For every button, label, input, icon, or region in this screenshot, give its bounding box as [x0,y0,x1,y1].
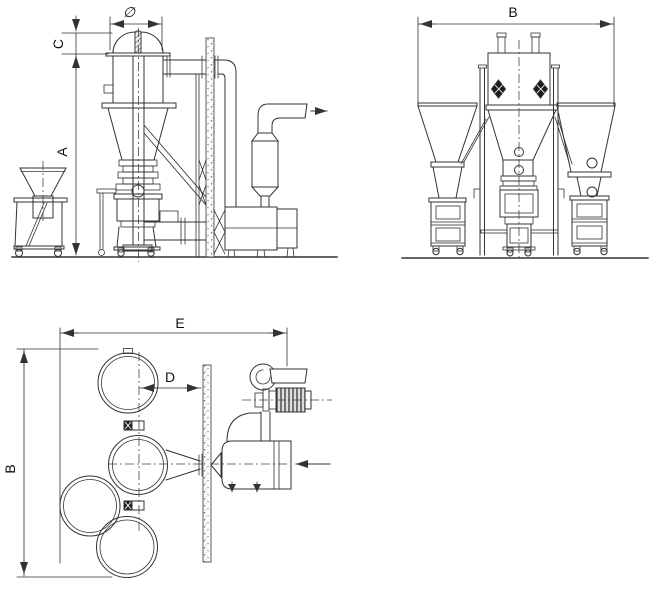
dim-label-diameter: ∅ [123,6,136,21]
dim-label-c: C [50,39,66,49]
body-flange-front [485,104,559,111]
clamp-handle [103,84,114,94]
caster-wheel [524,249,532,257]
caster-wheel [147,249,155,257]
caster-wheel [506,249,514,257]
column-bracket [473,188,480,199]
exhaust-stub-pipe [531,36,540,54]
equipment-feet [227,247,295,258]
plan-wall-duct [165,449,222,481]
clamp-plan-bottom [123,500,145,511]
handwheel [131,184,145,198]
side-elevation-view: ∅ C A [11,6,338,262]
exhaust-silencer [250,103,328,208]
partition-wall [205,37,215,258]
side-bracket [96,188,117,194]
connecting-ducts [143,55,237,245]
caster-fork [54,246,62,252]
caster-wheel [573,247,581,256]
dim-label-b-front: B [508,4,517,20]
fluid-bed-unit-plan [108,435,168,495]
support-column [195,74,226,258]
sight-glass-diamond [490,79,507,99]
product-container [116,198,160,222]
left-cyclone [417,102,478,256]
lifting-cylinder [134,30,142,54]
partition-wall-plan [202,364,212,563]
expansion-chamber [112,55,164,104]
caster-fork [15,246,23,252]
body-flange [101,102,177,109]
lid-dome-left [112,31,136,54]
fan-discharge-duct [269,368,308,384]
front-elevation-view: B [401,4,649,260]
wall-penetration-cone [210,451,222,479]
downcomer-duct-inner [221,73,226,208]
downcomer-duct-outer [223,59,237,208]
dim-label-e: E [175,315,184,331]
dimension-b-front: B [417,4,615,107]
sight-port [586,157,598,169]
dim-label-b-plan: B [2,464,18,473]
mast-base [122,244,153,252]
elbow-duct [226,412,262,442]
fluid-bed-unit [96,28,177,262]
right-cyclone [556,102,616,256]
caster-wheel [54,249,62,257]
caster-wheel [432,247,440,256]
cyclone-plan-bottom [96,516,158,578]
dimension-e: E [59,315,288,564]
caster-wheel [117,249,125,257]
sight-port [586,186,598,198]
inlet-blower-plan [221,411,331,493]
exhaust-stub-pipe [497,36,506,54]
charge-cart [13,161,68,257]
caster-wheel [15,249,23,257]
caster-wheel [600,247,608,256]
caster-wheel [456,247,464,256]
dimension-diameter: ∅ [109,6,163,51]
dim-label-a: A [54,147,70,157]
dim-label-d: D [165,369,175,385]
nozzle-stub [123,348,133,354]
clamp-plan-top [123,420,145,431]
sight-glass-diamond [532,79,549,99]
dimension-b-plan: B [2,348,113,578]
product-cone [107,107,169,161]
cyclone-plan-top [97,352,159,414]
dimension-d: D [139,369,202,392]
plan-vessels [59,348,290,578]
blower-motor-housing [276,208,298,249]
dimension-c: C [50,15,113,71]
exhaust-fan-plan [242,363,332,413]
column-bracket [558,188,565,199]
damper-box [159,210,179,223]
silencer-body [251,140,279,188]
lid-dome-right [140,31,164,54]
blower-box [224,206,298,258]
dimension-a: A [54,53,80,256]
front-main-body [460,32,573,260]
plan-view: B E D [2,315,332,578]
cyclone-plan-left [59,475,121,537]
diagonal-duct [143,124,207,198]
